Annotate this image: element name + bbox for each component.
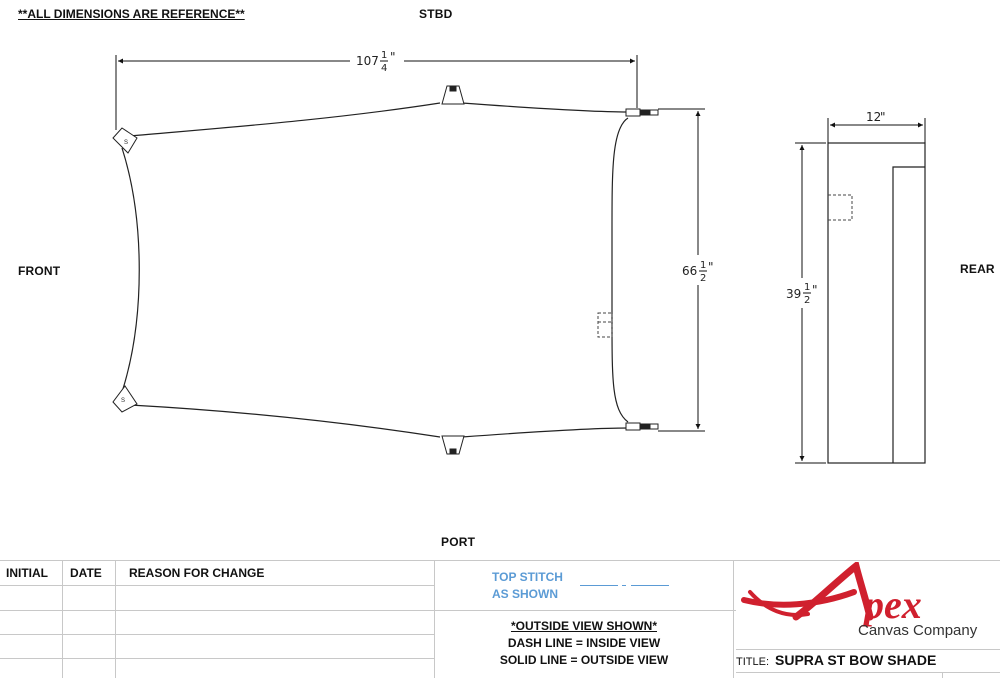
svg-text:": " — [390, 50, 396, 64]
svg-text:4: 4 — [381, 63, 387, 74]
divider — [0, 585, 434, 586]
svg-text:2: 2 — [700, 273, 706, 284]
side-width-dimension — [827, 118, 926, 143]
port-label: PORT — [441, 535, 476, 549]
rear-label: REAR — [960, 262, 995, 276]
length-value: 107 — [356, 54, 379, 68]
apex-logo: pex — [741, 562, 922, 627]
logo-wordmark: pex — [861, 582, 922, 627]
svg-text:1: 1 — [804, 282, 810, 293]
title-value: SUPRA ST BOW SHADE — [775, 652, 937, 668]
stitch-line-sample — [580, 585, 618, 586]
side-height-value: 39 — [786, 287, 801, 301]
port-bow-strap-tab — [441, 435, 465, 455]
drawing-title: TITLE: SUPRA ST BOW SHADE — [736, 652, 936, 668]
divider — [434, 560, 435, 678]
stbd-bow-strap-tab — [441, 85, 465, 105]
rear-side-dashed-pocket — [828, 194, 853, 221]
front-label: FRONT — [18, 264, 61, 278]
top-stitch-note: TOP STITCH AS SHOWN — [492, 570, 563, 601]
revision-header-initial: INITIAL — [6, 566, 48, 580]
width-dimension — [658, 108, 705, 432]
rear-port-buckle — [625, 422, 659, 431]
divider — [62, 560, 63, 678]
divider — [115, 560, 116, 678]
divider — [0, 634, 434, 635]
revision-header-reason: REASON FOR CHANGE — [129, 566, 265, 580]
outside-view-note: *OUTSIDE VIEW SHOWN* — [510, 619, 657, 633]
logo-subtitle: Canvas Company — [858, 622, 978, 639]
revision-header-date: DATE — [70, 566, 102, 580]
svg-text:": " — [880, 110, 886, 124]
svg-text:": " — [812, 283, 818, 297]
view-legend: *OUTSIDE VIEW SHOWN* DASH LINE = INSIDE … — [434, 618, 734, 669]
side-width-value: 12 — [866, 110, 881, 124]
title-key: TITLE: — [736, 656, 770, 668]
svg-text:S: S — [121, 398, 125, 404]
divider — [0, 658, 434, 659]
rear-side-panel — [827, 142, 926, 464]
stitch-line-sample — [622, 585, 626, 586]
svg-text:1: 1 — [700, 260, 706, 271]
divider — [0, 560, 1000, 561]
rear-stbd-buckle — [625, 108, 659, 117]
divider — [942, 672, 943, 678]
length-dimension — [115, 55, 638, 130]
divider — [0, 610, 736, 611]
svg-text:": " — [708, 260, 714, 274]
side-height-dimension — [795, 142, 826, 464]
technical-drawing: S S 107 1 4 " 66 — [112, 50, 926, 464]
stitch-line-sample — [631, 585, 669, 586]
front-port-corner-tab: S — [112, 385, 138, 413]
svg-text:2: 2 — [804, 295, 810, 306]
dash-line-note: DASH LINE = INSIDE VIEW — [507, 636, 661, 650]
shade-panel-outline — [121, 102, 629, 438]
divider — [733, 560, 734, 678]
reference-note: **ALL DIMENSIONS ARE REFERENCE** — [18, 7, 245, 21]
divider — [736, 649, 1000, 650]
svg-text:1: 1 — [381, 50, 387, 61]
front-stbd-corner-tab: S — [112, 127, 138, 154]
svg-text:S: S — [124, 140, 128, 146]
stbd-label: STBD — [419, 7, 453, 21]
solid-line-note: SOLID LINE = OUTSIDE VIEW — [499, 653, 669, 667]
width-value: 66 — [682, 264, 697, 278]
divider — [736, 672, 1000, 673]
inside-view-dashed-pocket — [597, 312, 613, 338]
